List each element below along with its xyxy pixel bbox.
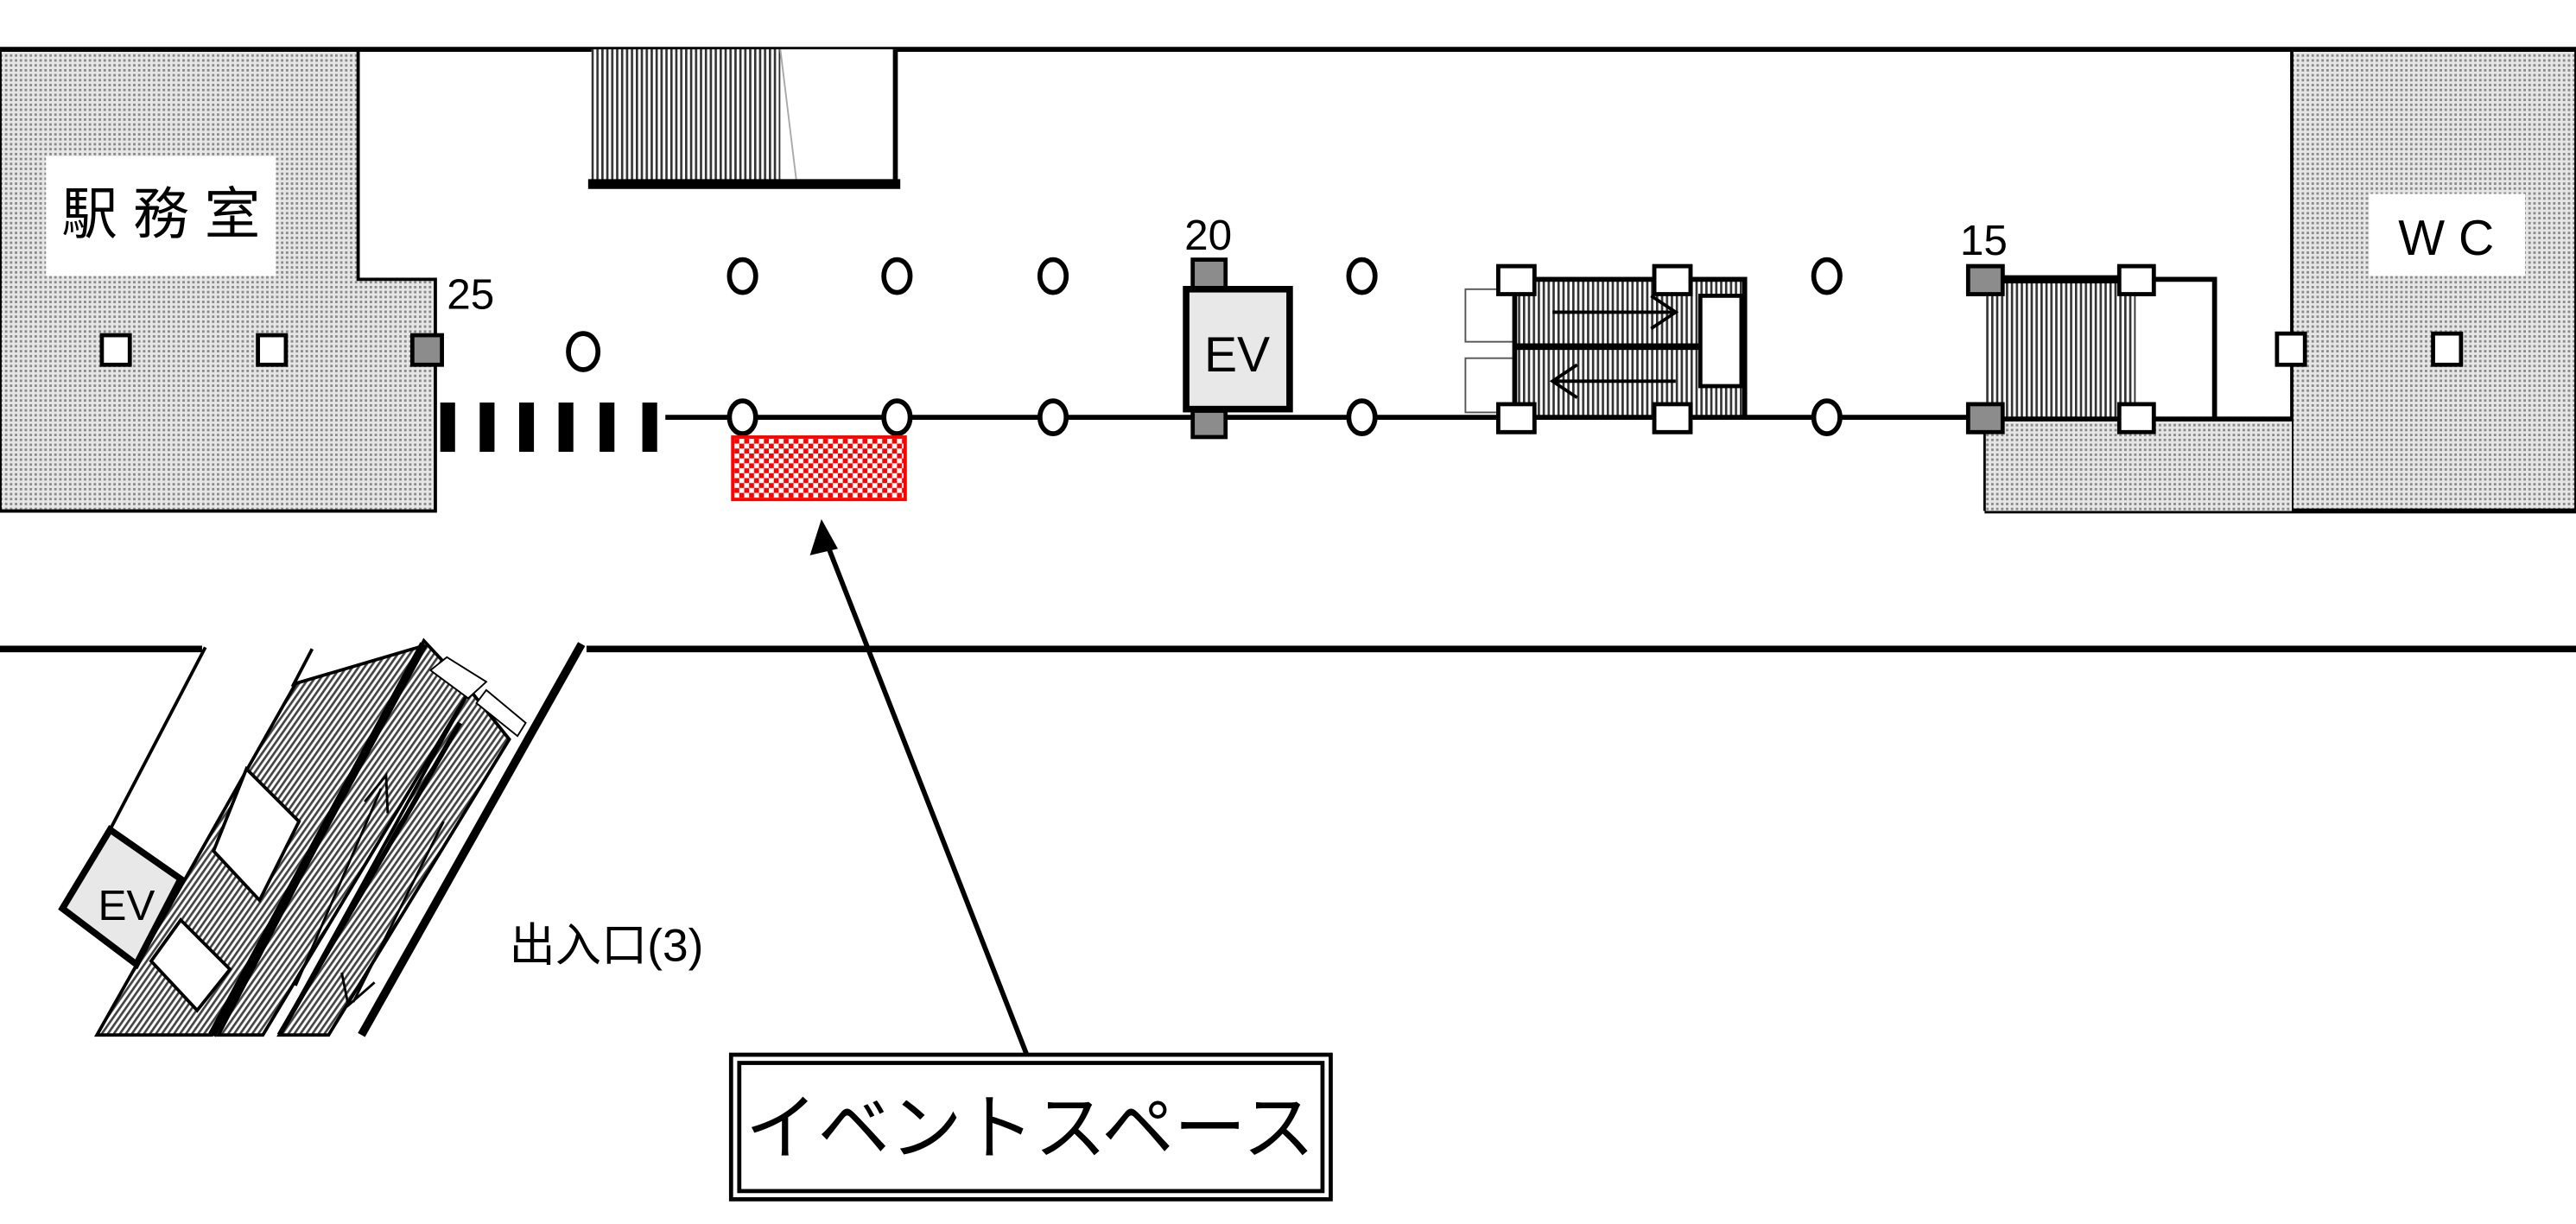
right-staircase: [1965, 263, 2292, 511]
elevator-main[interactable]: EV: [1183, 285, 1293, 413]
elevator-exit-label: EV: [98, 882, 155, 929]
columns: [566, 257, 1843, 437]
platform-marker-20: 20: [1184, 212, 1232, 259]
column: [1346, 257, 1378, 295]
column: [1811, 257, 1843, 295]
arrow-up-icon: [295, 771, 390, 986]
arrow-down-icon: [340, 821, 445, 1008]
exit-3-label: 出入口(3): [510, 921, 704, 972]
column: [566, 331, 601, 372]
column: [1811, 398, 1843, 437]
toilet-label: W C: [2398, 211, 2494, 266]
station-office-room: 駅 務 室: [0, 48, 437, 513]
toilet-room: W C: [2290, 48, 2576, 513]
event-space-label: イベントスペース: [746, 1088, 1315, 1169]
event-space-area[interactable]: [731, 435, 907, 502]
exit-3-stairs-escalators: EV: [58, 637, 586, 1037]
tactile-paving: [440, 403, 657, 453]
center-escalators: [1464, 263, 1748, 434]
column: [881, 257, 913, 295]
column: [881, 398, 913, 437]
column: [1346, 398, 1378, 437]
column: [1037, 398, 1069, 437]
platform-marker-25: 25: [447, 271, 494, 319]
station-office-label: 駅 務 室: [61, 182, 260, 245]
column: [726, 257, 758, 295]
arrow-right-icon: [1552, 294, 1679, 331]
column: [726, 398, 758, 437]
platform-marker-15: 15: [1960, 217, 2008, 264]
arrowhead-icon: [809, 519, 838, 555]
upper-staircase: [587, 49, 901, 189]
elevator-main-label: EV: [1204, 327, 1270, 383]
arrow-left-icon: [1549, 363, 1676, 399]
column: [1037, 257, 1069, 295]
elevator-exit[interactable]: EV: [58, 825, 186, 970]
event-space-callout: イベントスペース: [728, 519, 1333, 1202]
